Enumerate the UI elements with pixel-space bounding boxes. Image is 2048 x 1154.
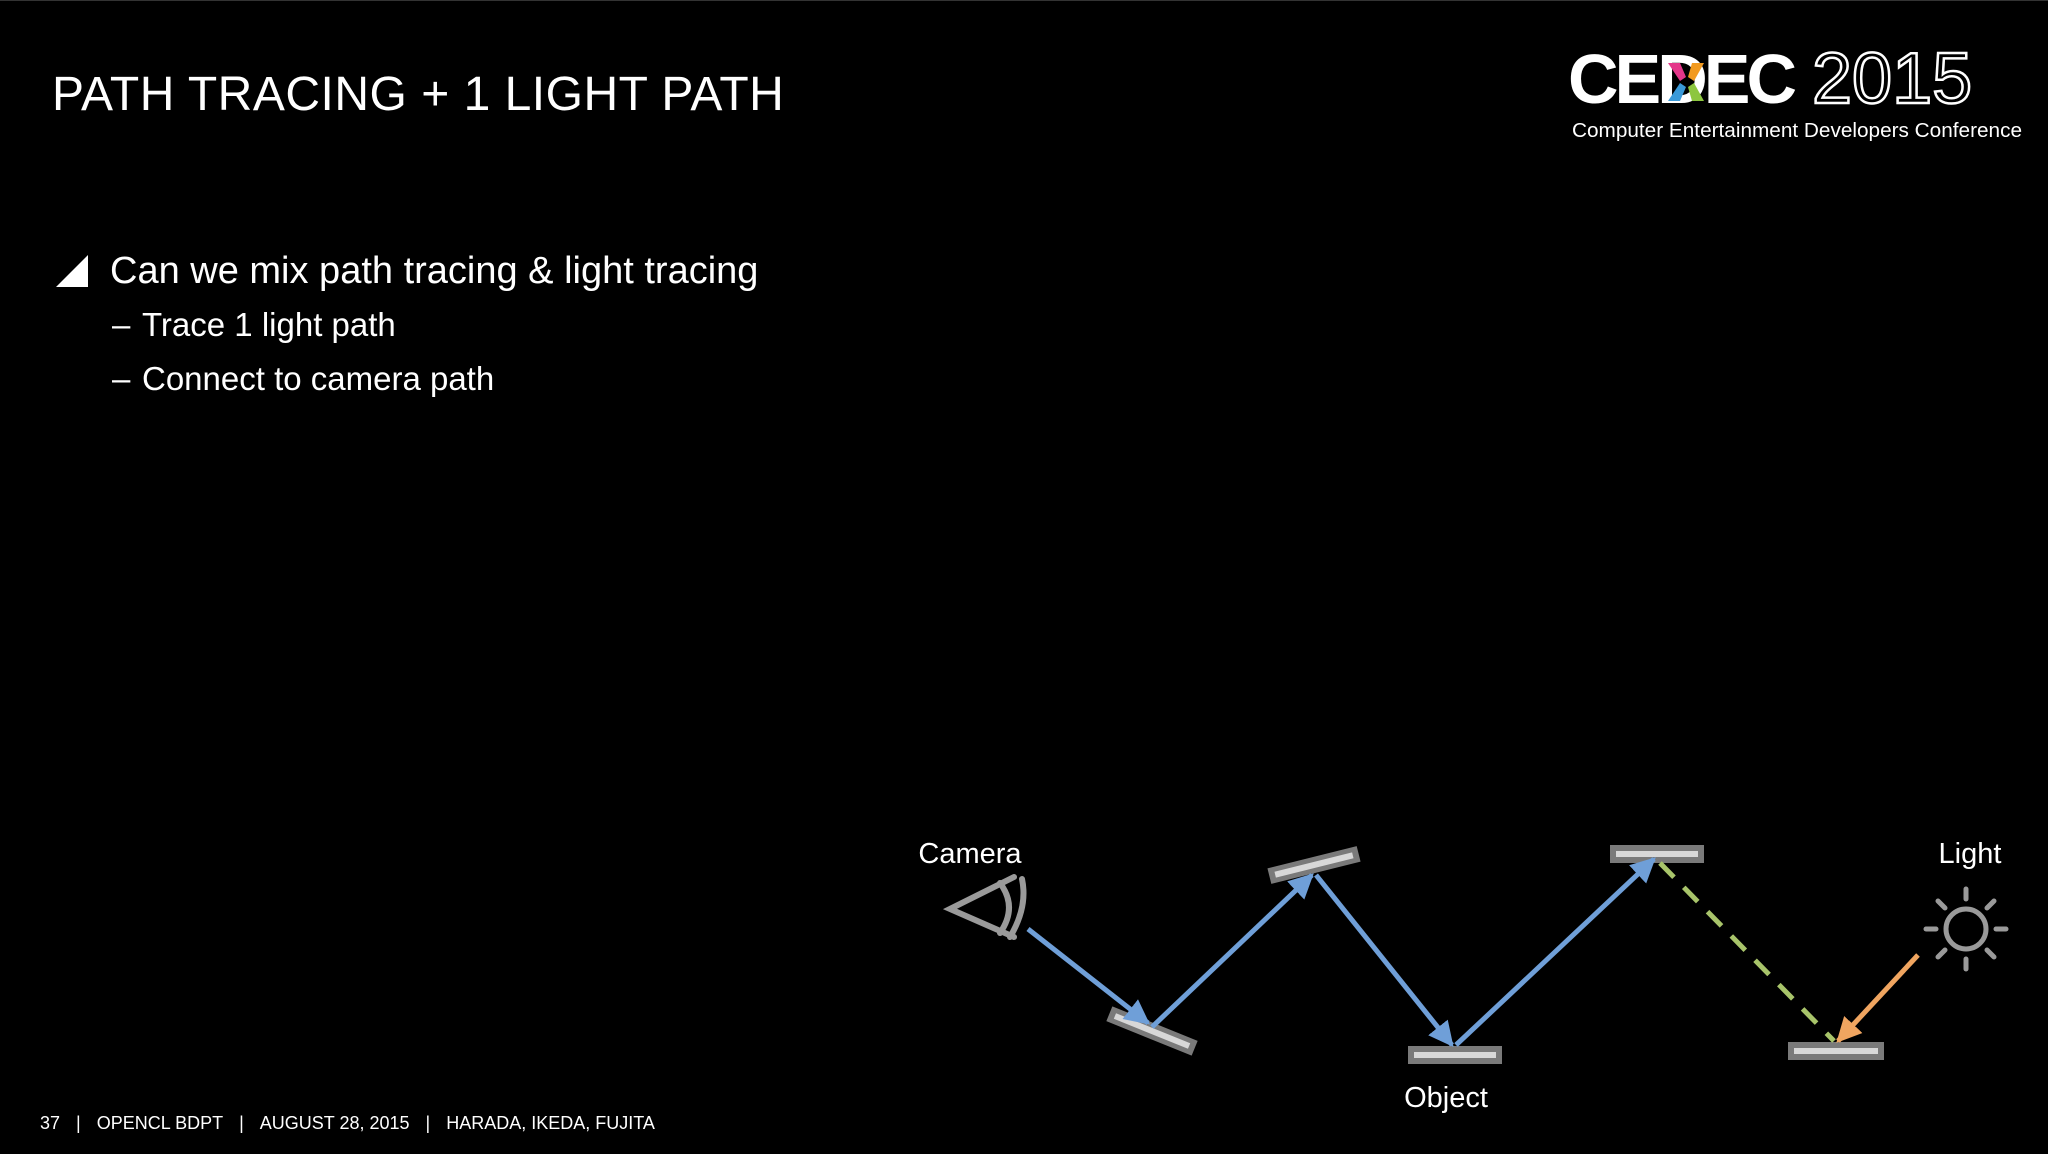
logo-tagline: Computer Entertainment Developers Confer… <box>1572 120 2022 142</box>
surface-1 <box>1106 1006 1198 1056</box>
sun-icon <box>1923 886 2009 972</box>
cedec-logo: CEDEC 2015 Computer Entertainment Develo… <box>1568 41 2022 142</box>
footer: 37|OPENCL BDPT|AUGUST 28, 2015|HARADA, I… <box>40 1113 655 1133</box>
slide-title: PATH TRACING + 1 LIGHT PATH <box>52 68 785 121</box>
surface-object <box>1408 1046 1502 1064</box>
bullet-text: Can we mix path tracing & light tracing <box>110 250 759 292</box>
logo-year: 2015 <box>1812 41 1972 119</box>
logo-name: CEDEC <box>1568 41 1795 118</box>
surface-2 <box>1267 846 1361 884</box>
footer-date: AUGUST 28, 2015 <box>259 1113 410 1133</box>
subbullet-item: –Trace 1 light path <box>56 299 758 351</box>
triangle-bullet-icon <box>56 255 88 287</box>
footer-talk: OPENCL BDPT <box>96 1113 224 1133</box>
subbullet-text: Trace 1 light path <box>142 306 396 343</box>
connection-path <box>1658 861 1836 1043</box>
camera-label: Camera <box>918 838 1022 870</box>
footer-page: 37 <box>40 1113 61 1133</box>
surface-5 <box>1788 1042 1884 1060</box>
logo-x-mark-icon <box>1668 63 1704 101</box>
bullet-item: Can we mix path tracing & light tracing <box>56 245 758 297</box>
light-path <box>1836 953 1920 1043</box>
bullet-list: Can we mix path tracing & light tracing … <box>56 245 758 405</box>
object-label: Object <box>1404 1082 1488 1114</box>
dash-icon: – <box>112 306 131 343</box>
subbullet-text: Connect to camera path <box>142 360 495 397</box>
footer-authors: HARADA, IKEDA, FUJITA <box>446 1113 655 1133</box>
subbullet-item: –Connect to camera path <box>56 353 758 405</box>
light-label: Light <box>1939 838 2002 870</box>
eye-icon <box>942 874 1027 940</box>
camera-path <box>1026 857 1656 1047</box>
surface-4 <box>1610 845 1704 863</box>
dash-icon: – <box>112 360 131 397</box>
